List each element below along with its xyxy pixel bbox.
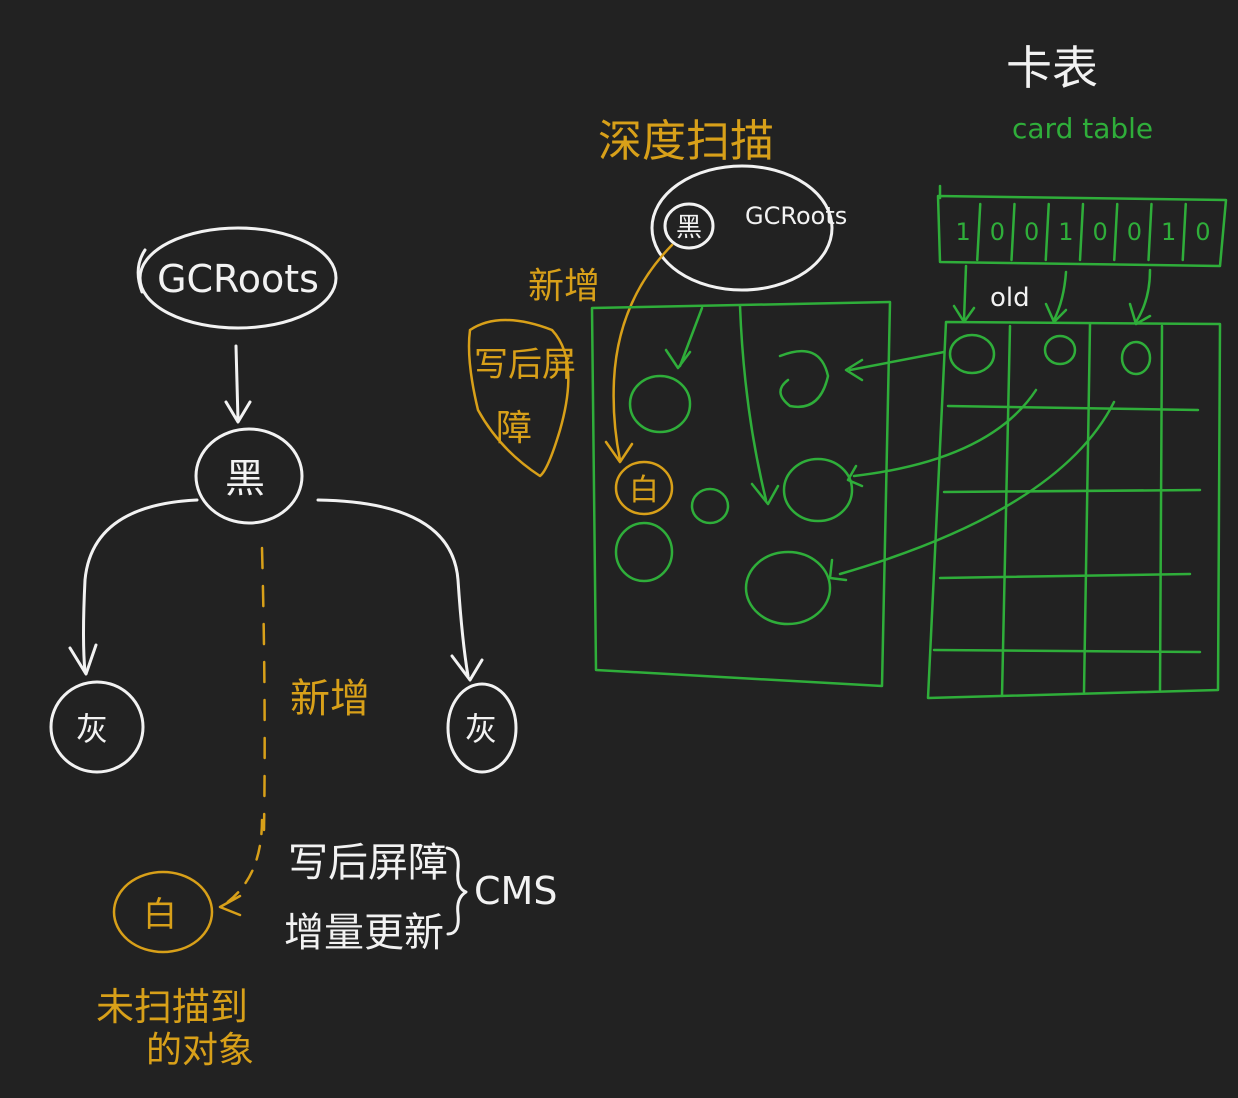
black-node-right <box>663 202 715 250</box>
white-node-left-label: 白 <box>143 895 177 935</box>
arrow-roots-to-black <box>224 344 252 424</box>
black-node-right-label: 黑 <box>676 213 702 243</box>
card-table-title: 卡表 <box>1006 41 1098 95</box>
card-bit-divider <box>1010 202 1016 262</box>
deep-scan-title: 深度扫描 <box>598 116 774 167</box>
cms-label: CMS <box>474 869 557 913</box>
black-node: 黑 <box>194 427 304 525</box>
arrow-black-to-grey-left <box>68 498 199 676</box>
grey-node-left: 灰 <box>49 680 145 774</box>
old-gen-grid <box>926 320 1222 700</box>
gc-roots-oval-tail <box>136 248 147 294</box>
card-bit: 1 <box>1161 218 1176 246</box>
card-bit-divider <box>1078 202 1085 262</box>
new-ref-right-arrow <box>604 243 674 464</box>
card-bit-divider <box>976 202 982 262</box>
card-table-subtitle: card table <box>1012 112 1153 145</box>
card-bit: 0 <box>1127 218 1142 246</box>
write-barrier-bubble: 写后屏 障 <box>467 318 576 478</box>
gc-roots-node-right: 黑 GCRoots <box>650 164 847 292</box>
left-tricolor-diagram: GCRoots 黑 灰 灰 <box>49 226 557 1071</box>
grey-node-right-label: 灰 <box>465 710 497 748</box>
barrier-line1: 写后屏 <box>474 345 576 385</box>
grey-node-left-label: 灰 <box>76 710 108 748</box>
white-node-right-label: 白 <box>629 473 659 508</box>
black-node-circle <box>194 427 304 525</box>
card-bit: 0 <box>1195 218 1210 246</box>
gc-roots-oval <box>138 226 338 330</box>
black-node-label: 黑 <box>225 456 265 502</box>
young-gen-box: 白 <box>590 300 892 688</box>
old-gen-label: old <box>990 283 1030 313</box>
card-bit: 1 <box>955 218 970 246</box>
card-bit: 0 <box>1024 218 1039 246</box>
white-node-right: 白 <box>614 460 674 516</box>
new-reference-label: 新增 <box>290 676 370 722</box>
new-ref-right-label: 新增 <box>528 266 600 307</box>
incremental-update-label: 增量更新 <box>284 910 444 956</box>
card-bit-divider <box>1147 202 1153 262</box>
unscanned-note-line2: 的对象 <box>146 1030 254 1071</box>
card-bit-divider <box>1113 202 1119 262</box>
grey-node-right: 灰 <box>446 682 518 774</box>
new-reference-dashed-line <box>218 546 266 917</box>
unscanned-note-line1: 未扫描到 <box>96 985 248 1029</box>
card-to-old-arrows <box>952 264 1152 326</box>
gc-roots-node-left: GCRoots <box>136 226 338 330</box>
card-bit-divider <box>1044 202 1050 262</box>
card-bit-divider <box>1181 202 1187 262</box>
cms-brace <box>445 846 468 936</box>
right-card-table-diagram: 深度扫描 黑 GCRoots 新增 写后屏 障 <box>467 41 1228 700</box>
gc-roots-right-label: GCRoots <box>745 202 847 230</box>
barrier-line2: 障 <box>496 408 532 449</box>
white-node-left: 白 <box>112 870 214 954</box>
card-bit: 0 <box>1092 218 1107 246</box>
card-bit: 1 <box>1058 218 1073 246</box>
cross-gen-references <box>828 350 1116 582</box>
card-bit: 0 <box>990 218 1005 246</box>
write-barrier-label: 写后屏障 <box>288 840 448 886</box>
gc-roots-label: GCRoots <box>157 257 319 301</box>
arrow-black-to-grey-right <box>316 498 484 682</box>
